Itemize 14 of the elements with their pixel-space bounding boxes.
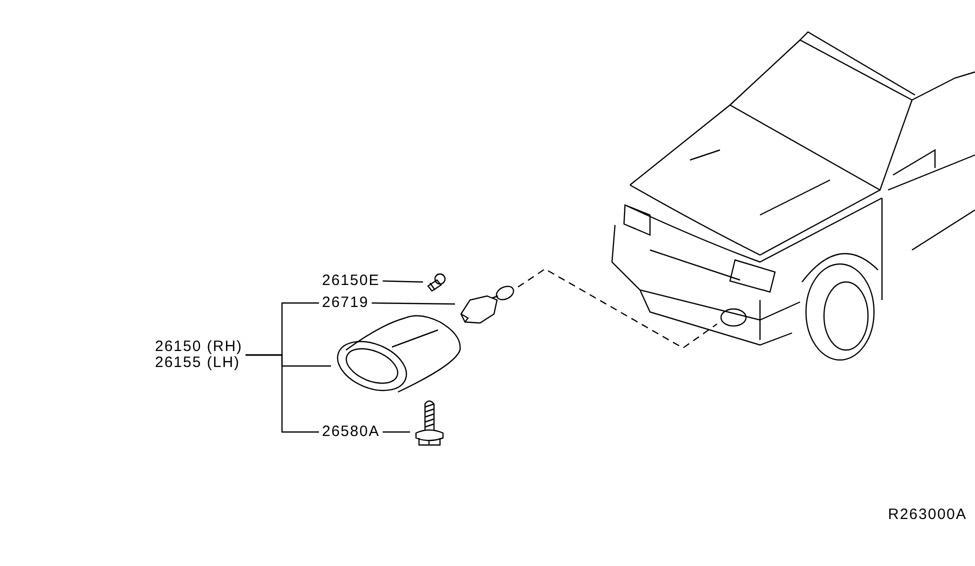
leader-line — [382, 431, 410, 433]
part-number: 26150 (RH) — [155, 339, 243, 355]
part-number: 26719 — [322, 295, 369, 311]
drawing-code: R263000A — [888, 506, 967, 523]
fog-lamp-location-mark — [720, 308, 747, 327]
dashed-leader-line — [518, 268, 718, 349]
clip-drawing — [426, 272, 447, 292]
part-number: 26150E — [322, 273, 380, 289]
part-number: 26155 (LH) — [155, 355, 242, 371]
part-number: 26580A — [322, 424, 380, 440]
leader-line — [382, 280, 424, 283]
leader-line — [246, 354, 319, 433]
bulb-socket-drawing — [458, 284, 515, 326]
leader-line — [372, 302, 455, 305]
